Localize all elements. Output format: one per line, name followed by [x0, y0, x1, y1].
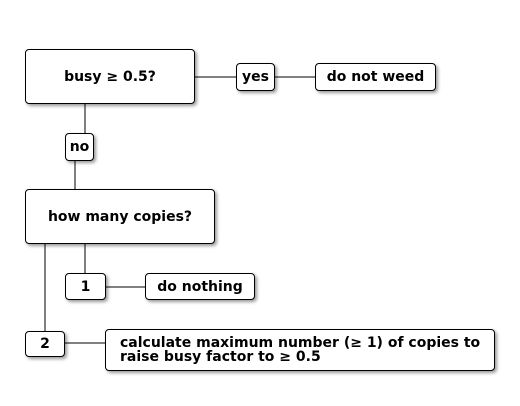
result-do-nothing: do nothing [145, 273, 255, 300]
answer-yes-node: yes [236, 63, 275, 91]
answer-two-label: 2 [40, 336, 50, 352]
answer-one-label: 1 [80, 278, 91, 295]
result-do-nothing-label: do nothing [157, 278, 243, 295]
answer-yes-label: yes [242, 69, 269, 85]
answer-two-node: 2 [25, 331, 65, 357]
decision-copy-count: how many copies? [25, 189, 215, 244]
decision-busy-label: busy ≥ 0.5? [64, 68, 156, 85]
result-calculate-label: calculate maximum number (≥ 1) of copies… [120, 335, 481, 365]
answer-no-node: no [65, 133, 94, 161]
result-calculate-copies: calculate maximum number (≥ 1) of copies… [105, 329, 495, 371]
result-do-not-weed-label: do not weed [326, 69, 425, 85]
answer-one-node: 1 [65, 273, 106, 300]
decision-busy-threshold: busy ≥ 0.5? [25, 49, 195, 104]
result-do-not-weed: do not weed [315, 63, 436, 91]
answer-no-label: no [69, 139, 90, 155]
decision-copy-count-label: how many copies? [47, 208, 193, 225]
